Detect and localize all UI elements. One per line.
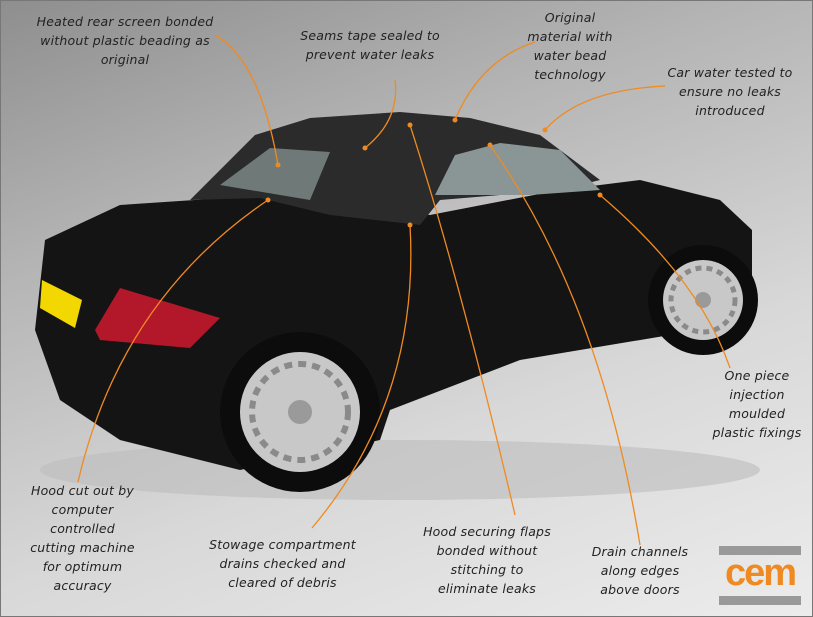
arrow-drain bbox=[489, 144, 641, 546]
annotation-line: bonded without bbox=[436, 543, 538, 558]
arrow-head bbox=[597, 192, 603, 198]
annotation-line: Heated rear screen bonded bbox=[36, 14, 214, 29]
car-shadow bbox=[40, 440, 760, 500]
annotation-line: water bead bbox=[533, 48, 607, 63]
annotation-flaps: Hood securing flaps bonded without stitc… bbox=[412, 522, 562, 598]
annotation-line: accuracy bbox=[53, 578, 112, 593]
annotation-line: introduced bbox=[695, 103, 765, 118]
annotation-seams: Seams tape sealed to prevent water leaks bbox=[290, 26, 450, 64]
annotation-line: controlled bbox=[50, 521, 115, 536]
annotation-line: stitching to bbox=[450, 562, 524, 577]
annotation-line: Hood securing flaps bbox=[423, 524, 551, 539]
cem-logo: cem bbox=[719, 546, 801, 606]
side-window bbox=[435, 143, 600, 195]
annotation-line: Stowage compartment bbox=[209, 537, 356, 552]
arrow-head bbox=[275, 162, 281, 168]
arrow-head bbox=[407, 122, 413, 128]
annotation-line: drains checked and bbox=[219, 556, 346, 571]
annotation-line: for optimum bbox=[42, 559, 123, 574]
annotation-stowage: Stowage compartment drains checked and c… bbox=[200, 535, 365, 592]
annotation-line: technology bbox=[534, 67, 606, 82]
rear-window bbox=[220, 148, 330, 200]
arrow-stowage bbox=[311, 224, 412, 529]
arrow-head bbox=[487, 142, 493, 148]
annotation-line: eliminate leaks bbox=[437, 581, 536, 596]
front-wheel bbox=[648, 245, 758, 355]
annotation-line: cleared of debris bbox=[228, 575, 337, 590]
annotation-line: prevent water leaks bbox=[305, 47, 435, 62]
annotation-fixings: One piece injection moulded plastic fixi… bbox=[702, 366, 812, 442]
annotation-line: One piece bbox=[724, 368, 790, 383]
arrow-material bbox=[454, 41, 536, 121]
arrow-head bbox=[265, 197, 271, 203]
arrow-water-tested bbox=[544, 85, 666, 131]
annotation-line: along edges bbox=[600, 563, 680, 578]
annotation-line: original bbox=[100, 52, 150, 67]
annotation-line: Hood cut out by bbox=[30, 483, 135, 498]
arrow-head bbox=[542, 127, 548, 133]
logo-bar-bottom bbox=[719, 596, 801, 605]
arrow-fixings bbox=[599, 194, 731, 369]
annotation-line: material with bbox=[527, 29, 613, 44]
annotation-line: computer bbox=[51, 502, 114, 517]
arrow-flaps bbox=[409, 124, 516, 516]
number-plate bbox=[40, 280, 82, 328]
annotation-rear-screen: Heated rear screen bonded without plasti… bbox=[30, 12, 220, 69]
annotation-line: Drain channels bbox=[591, 544, 689, 559]
tail-light bbox=[95, 288, 220, 348]
arrow-rear-screen bbox=[214, 34, 279, 166]
car-body bbox=[35, 180, 752, 470]
annotation-drain: Drain channels along edges above doors bbox=[580, 542, 700, 599]
arrow-head bbox=[362, 145, 368, 151]
annotation-line: Original bbox=[544, 10, 596, 25]
arrow-cut-out bbox=[77, 199, 269, 483]
logo-bar-top bbox=[719, 546, 801, 555]
annotation-line: injection bbox=[729, 387, 785, 402]
annotation-line: ensure no leaks bbox=[679, 84, 781, 99]
annotation-line: cutting machine bbox=[30, 540, 135, 555]
annotation-water-tested: Car water tested to ensure no leaks intr… bbox=[660, 63, 800, 120]
rear-wheel bbox=[220, 332, 380, 492]
annotation-cut-out: Hood cut out by computer controlled cutt… bbox=[20, 481, 145, 595]
logo-text: cem bbox=[724, 552, 797, 594]
arrow-head bbox=[452, 117, 458, 123]
annotation-line: without plastic beading as bbox=[40, 33, 210, 48]
annotation-material: Original material with water bead techno… bbox=[510, 8, 630, 84]
annotation-line: Seams tape sealed to bbox=[300, 28, 440, 43]
annotation-line: above doors bbox=[600, 582, 680, 597]
arrow-seams bbox=[364, 79, 397, 149]
annotation-line: plastic fixings bbox=[712, 425, 802, 440]
arrow-head bbox=[407, 222, 413, 228]
annotation-line: Car water tested to bbox=[667, 65, 793, 80]
annotation-line: moulded bbox=[728, 406, 786, 421]
